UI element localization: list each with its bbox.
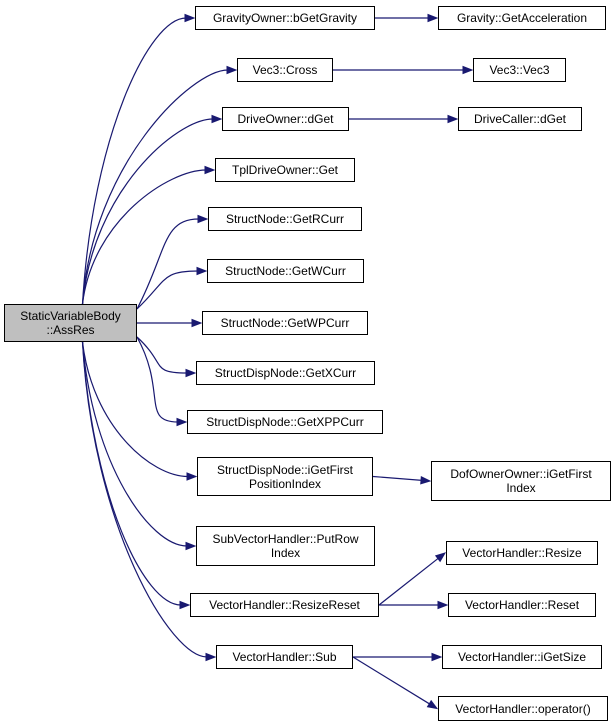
node-vectorhandler-operator[interactable]: VectorHandler::operator() bbox=[438, 696, 608, 721]
edge-arrowhead bbox=[184, 13, 196, 23]
node-label-line: VectorHandler::ResizeReset bbox=[209, 598, 360, 612]
edge-arrowhead bbox=[197, 214, 209, 224]
edge-arrowhead bbox=[185, 368, 197, 378]
edge-root-to-getwcurr bbox=[136, 270, 199, 310]
node-label-line: SubVectorHandler::PutRow bbox=[212, 532, 359, 546]
node-structdispnode-getxcurr[interactable]: StructDispNode::GetXCurr bbox=[196, 361, 375, 385]
node-drivecaller-dget[interactable]: DriveCaller::dGet bbox=[458, 107, 582, 131]
node-label-line: VectorHandler::Resize bbox=[462, 546, 582, 560]
edge-arrowhead bbox=[179, 600, 191, 610]
node-gravityowner-bgetgravity[interactable]: GravityOwner::bGetGravity bbox=[195, 6, 375, 30]
edge-root-to-driveowner_dget bbox=[81, 118, 214, 305]
edge-root-to-gravity_owner bbox=[81, 17, 187, 305]
node-vectorhandler-reset[interactable]: VectorHandler::Reset bbox=[448, 593, 596, 617]
node-vectorhandler-igetsize[interactable]: VectorHandler::iGetSize bbox=[442, 645, 602, 669]
node-structnode-getwcurr[interactable]: StructNode::GetWCurr bbox=[207, 259, 364, 283]
edge-arrowhead bbox=[434, 552, 447, 563]
node-label-line: StaticVariableBody bbox=[20, 309, 121, 323]
edge-arrowhead bbox=[205, 652, 217, 662]
edge-arrowhead bbox=[447, 114, 459, 124]
node-label-line: VectorHandler::iGetSize bbox=[457, 650, 587, 664]
node-driveowner-dget[interactable]: DriveOwner::dGet bbox=[222, 107, 349, 131]
edge-arrowhead bbox=[186, 472, 198, 481]
edge-arrowhead bbox=[420, 476, 432, 485]
node-vectorhandler-resizereset[interactable]: VectorHandler::ResizeReset bbox=[190, 593, 379, 617]
edge-arrowhead bbox=[176, 417, 188, 427]
edge-arrowhead bbox=[211, 114, 223, 124]
node-label-line: Vec3::Vec3 bbox=[489, 63, 550, 77]
edge-root-to-getxcurr bbox=[136, 336, 188, 374]
node-subvectorhandler-putrowindex[interactable]: SubVectorHandler::PutRow Index bbox=[196, 526, 375, 566]
node-label-line: VectorHandler::operator() bbox=[455, 701, 591, 716]
node-structnode-getwpcurr[interactable]: StructNode::GetWPCurr bbox=[202, 311, 368, 335]
node-label-line: StructNode::GetWPCurr bbox=[220, 316, 350, 330]
node-vec3-vec3[interactable]: Vec3::Vec3 bbox=[473, 58, 566, 82]
node-label-line: Index bbox=[506, 481, 536, 495]
node-label-line: GravityOwner::bGetGravity bbox=[212, 11, 358, 25]
node-structnode-getrcurr[interactable]: StructNode::GetRCurr bbox=[208, 207, 362, 231]
node-label-line: DriveOwner::dGet bbox=[237, 112, 334, 126]
edge-arrowhead bbox=[191, 318, 203, 328]
node-label-line: StructDispNode::iGetFirst bbox=[216, 462, 354, 477]
edge-root-to-igetfirst bbox=[81, 341, 189, 478]
node-label-line: TplDriveOwner::Get bbox=[231, 163, 339, 177]
edge-arrowhead bbox=[196, 266, 208, 276]
node-label-line: StructNode::GetWCurr bbox=[225, 264, 346, 278]
node-gravity-getacceleration[interactable]: Gravity::GetAcceleration bbox=[438, 6, 606, 30]
node-dofownerowner-igetfirstindex[interactable]: DofOwnerOwner::iGetFirst Index bbox=[431, 461, 611, 501]
edge-arrowhead bbox=[462, 65, 474, 75]
edge-root-to-resizereset bbox=[81, 341, 182, 606]
node-label-line: VectorHandler::Reset bbox=[464, 598, 580, 612]
node-label-line: PositionIndex bbox=[248, 476, 322, 491]
node-label-line: StructNode::GetRCurr bbox=[225, 212, 345, 226]
edge-root-to-getrcurr bbox=[136, 218, 200, 310]
edge-arrowhead bbox=[185, 541, 197, 551]
edge-arrowhead bbox=[426, 699, 439, 710]
node-label-line: DriveCaller::dGet bbox=[473, 112, 567, 126]
node-label-line: Index bbox=[270, 546, 301, 560]
node-root-staticvariablebody-assres: StaticVariableBody ::AssRes bbox=[4, 304, 137, 342]
node-tpldriveowner-get[interactable]: TplDriveOwner::Get bbox=[215, 158, 355, 182]
edge-root-to-tpldrive_get bbox=[81, 169, 207, 305]
edge-root-to-putrowindex bbox=[81, 341, 188, 547]
edge-arrowhead bbox=[204, 165, 216, 175]
node-label-line: Gravity::GetAcceleration bbox=[456, 11, 588, 25]
node-vec3-cross[interactable]: Vec3::Cross bbox=[237, 58, 333, 82]
edge-sub-to-operator bbox=[352, 656, 431, 705]
node-label-line: StructDispNode::GetXPPCurr bbox=[206, 415, 364, 429]
node-vectorhandler-sub[interactable]: VectorHandler::Sub bbox=[216, 645, 353, 669]
node-structdispnode-getxppcurr[interactable]: StructDispNode::GetXPPCurr bbox=[187, 410, 383, 434]
edge-arrowhead bbox=[226, 65, 238, 75]
node-label-line: ::AssRes bbox=[46, 323, 95, 337]
edge-root-to-getxppcurr bbox=[136, 336, 179, 423]
edge-arrowhead bbox=[431, 652, 443, 662]
node-label-line: VectorHandler::Sub bbox=[232, 650, 337, 664]
node-structdispnode-igetfirstpositionindex[interactable]: StructDispNode::iGetFirst PositionIndex bbox=[197, 457, 373, 496]
edge-root-to-sub bbox=[81, 341, 208, 658]
node-label-line: StructDispNode::GetXCurr bbox=[214, 366, 357, 380]
edge-arrowhead bbox=[427, 13, 439, 23]
edge-root-to-vec3_cross bbox=[81, 69, 229, 305]
edge-arrowhead bbox=[437, 600, 449, 610]
node-vectorhandler-resize[interactable]: VectorHandler::Resize bbox=[446, 541, 598, 565]
edge-igetfirst-to-dofowner bbox=[372, 475, 423, 481]
edge-resizereset-to-resize bbox=[378, 557, 440, 606]
node-label-line: DofOwnerOwner::iGetFirst bbox=[450, 467, 592, 481]
node-label-line: Vec3::Cross bbox=[252, 63, 318, 77]
